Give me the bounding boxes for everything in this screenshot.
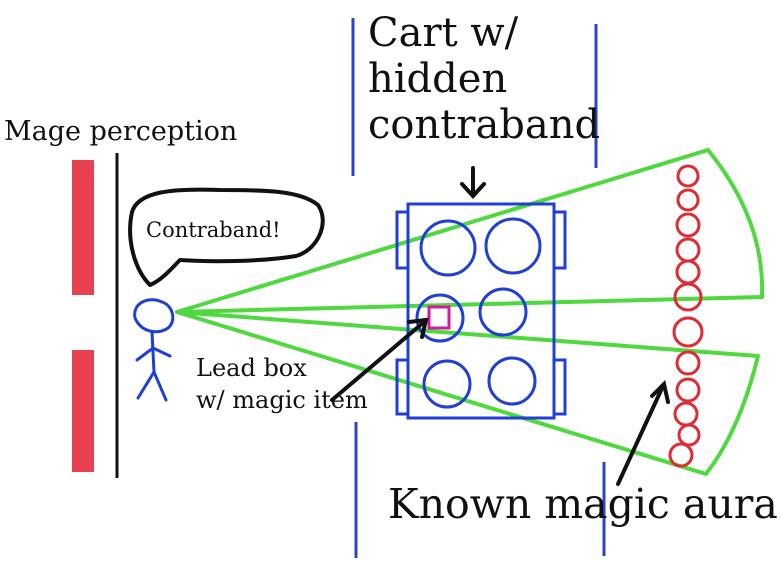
lead-box-label-line-2: w/ magic item	[196, 386, 368, 414]
wall-segment-top	[72, 160, 94, 295]
mage-perception-label: Mage perception	[4, 116, 238, 147]
lead-box	[427, 305, 451, 330]
lead-box-label-line-1: Lead box	[196, 354, 307, 382]
speech-bubble-text: Contraband!	[146, 218, 281, 242]
lead-box-label: Lead box w/ magic item	[196, 352, 396, 416]
cart	[395, 202, 567, 420]
cart-label-line-2: hidden	[368, 56, 508, 102]
cart-label: Cart w/ hidden contraband	[368, 10, 608, 148]
magic-aura-label: Known magic aura	[388, 480, 778, 528]
mage-figure	[133, 298, 175, 402]
cart-label-line-3: contraband	[368, 102, 601, 148]
magic-aura	[668, 164, 704, 468]
vision-cone-upper	[175, 148, 765, 314]
cart-label-line-1: Cart w/	[368, 10, 519, 56]
vision-cone-lower	[175, 310, 760, 476]
wall-segment-bottom	[72, 350, 94, 472]
arrow-cart	[460, 166, 486, 199]
arrow-aura	[616, 380, 670, 486]
speech-bubble	[128, 187, 325, 287]
arrow-lead-box	[330, 317, 429, 402]
